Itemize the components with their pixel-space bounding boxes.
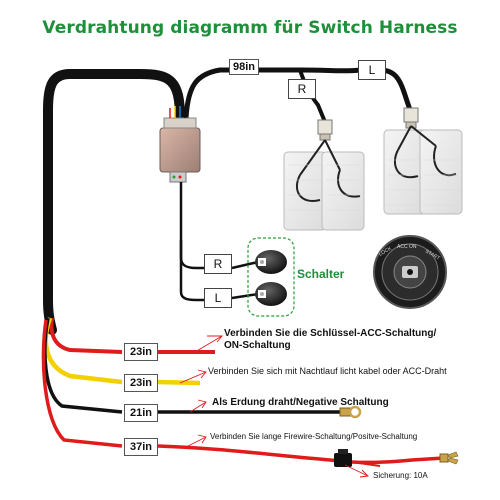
fuse-holder-icon xyxy=(334,449,352,467)
rocker-switch-l xyxy=(255,282,287,306)
switch-caption: Schalter xyxy=(297,267,345,281)
switch-highlight-box xyxy=(247,237,295,317)
note-wire-4: Verbinden Sie lange Firewire-Schaltung/P… xyxy=(210,432,418,441)
switch-label-l: L xyxy=(204,288,232,308)
wire-length-yellow: 23in xyxy=(124,374,158,392)
switch-cable-l xyxy=(179,240,204,302)
fuse-label: Sicherung: 10A xyxy=(373,471,428,480)
note-wire-3: Als Erdung draht/Negative Schaltung xyxy=(212,397,389,408)
main-harness-cable xyxy=(43,69,185,335)
ring-terminal-icon xyxy=(339,405,362,419)
connector-right-pad xyxy=(317,119,333,141)
red-wire-2 xyxy=(41,319,123,448)
spade-terminal-icon xyxy=(439,451,459,465)
yellow-wire-cont xyxy=(157,379,201,386)
red-wire-1 xyxy=(49,317,123,354)
switch-cable xyxy=(179,182,204,270)
ignition-switch-icon: LOCK ACC ON START xyxy=(373,235,447,309)
wire-length-red-2: 37in xyxy=(124,438,158,456)
cable-to-seat-pads xyxy=(183,67,413,121)
note-wire-2: Verbinden Sie sich mit Nachtlauf licht k… xyxy=(208,366,447,376)
heating-pad-group-l xyxy=(383,125,463,215)
note-wire-1-line2: ON-Schaltung xyxy=(224,340,291,351)
wire-length-red-1: 23in xyxy=(124,343,158,361)
cable-length-98in: 98in xyxy=(229,59,259,75)
pad-label-l: L xyxy=(358,60,386,80)
note-arrows xyxy=(179,335,369,478)
control-module xyxy=(159,106,201,183)
svg-text:ACC ON: ACC ON xyxy=(397,244,417,250)
note-wire-1-line1: Verbinden Sie die Schlüssel-ACC-Schaltun… xyxy=(224,328,437,339)
page-title: Verdrahtung diagramm für Switch Harness xyxy=(42,18,458,38)
red-wire-2-cont xyxy=(157,444,445,465)
heating-pad-group-r xyxy=(283,139,365,231)
switch-label-r: R xyxy=(204,254,232,274)
wire-length-black: 21in xyxy=(124,404,158,422)
pad-label-r: R xyxy=(288,79,316,99)
connector-left-pad xyxy=(403,107,419,129)
rocker-switch-r xyxy=(255,250,287,274)
